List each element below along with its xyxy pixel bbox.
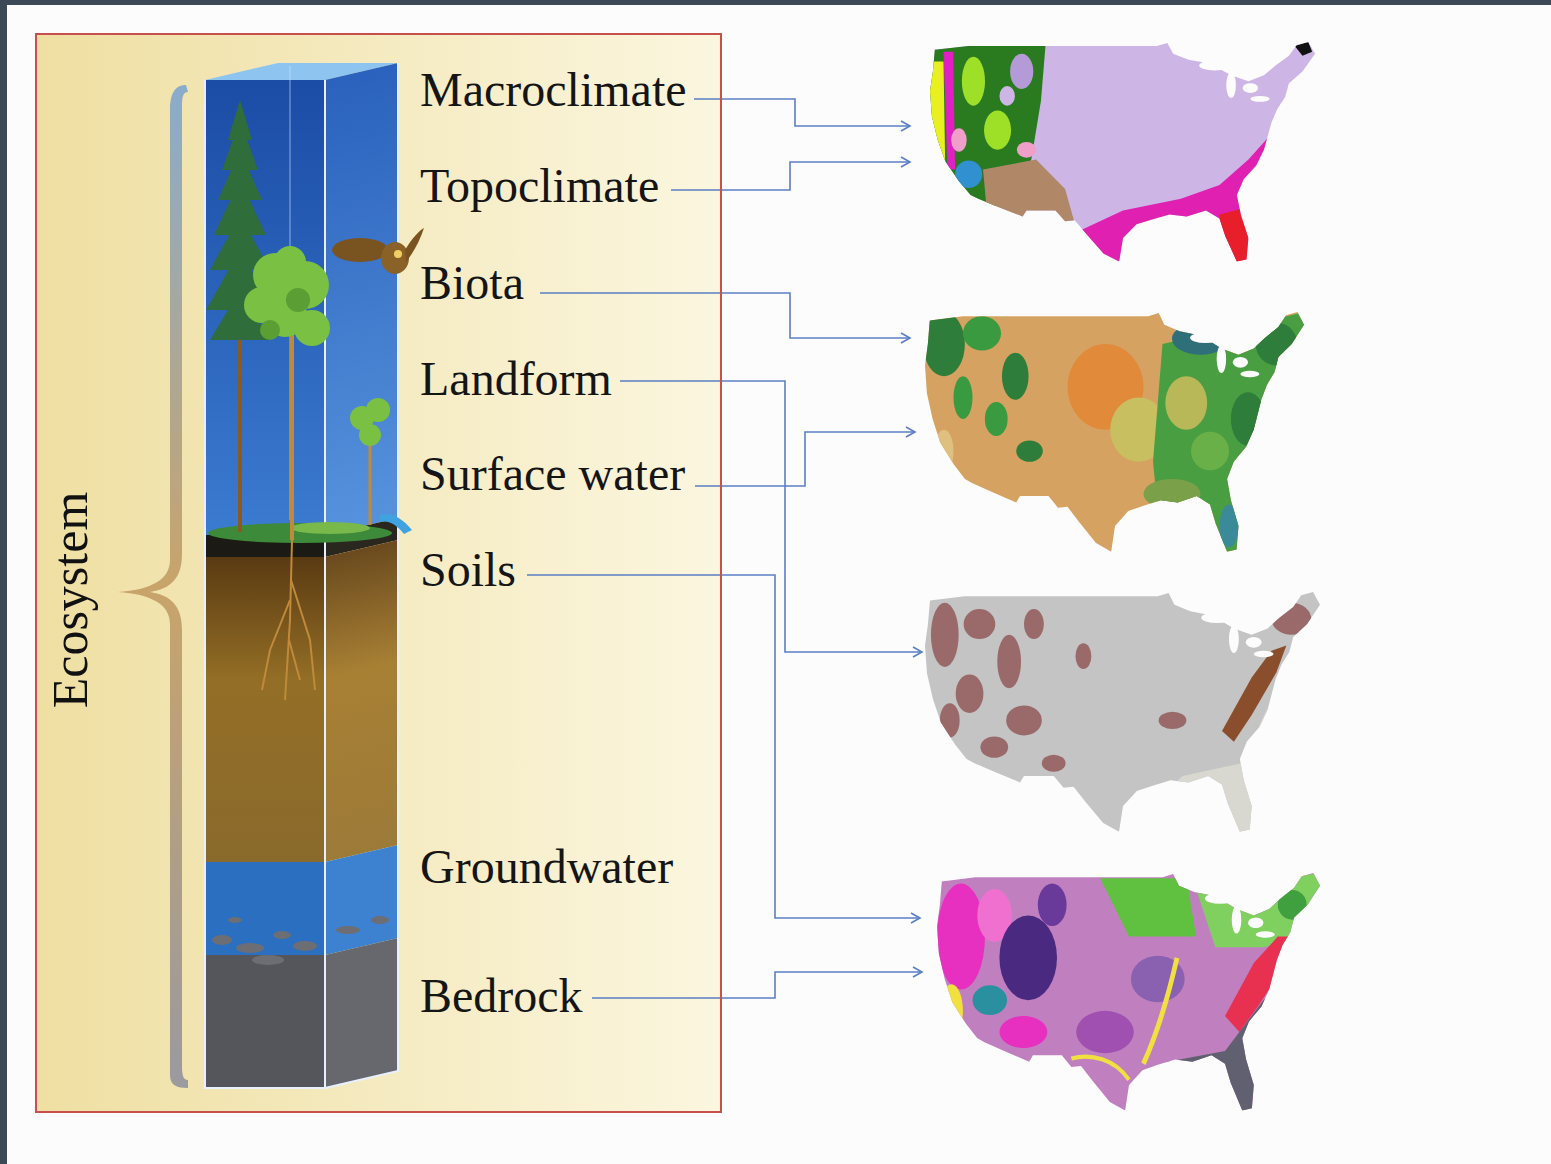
brace	[118, 85, 188, 1088]
landform-map	[925, 592, 1321, 838]
layer-label: Groundwater	[420, 843, 673, 891]
axis-title: Ecosystem	[45, 492, 95, 709]
land-cover-map	[923, 312, 1305, 558]
layer-label: Landform	[420, 355, 612, 403]
layer-label: Biota	[420, 259, 524, 307]
layer-label: Surface water	[420, 450, 685, 498]
panel-ground	[35, 33, 722, 1113]
layer-label: Topoclimate	[420, 162, 659, 210]
layer-label: Soils	[420, 546, 516, 594]
geology-map	[937, 873, 1321, 1117]
climate-map	[930, 42, 1316, 267]
layer-label: Macroclimate	[420, 66, 687, 114]
ecosystem-column	[205, 63, 424, 1088]
layer-label: Bedrock	[420, 972, 583, 1020]
